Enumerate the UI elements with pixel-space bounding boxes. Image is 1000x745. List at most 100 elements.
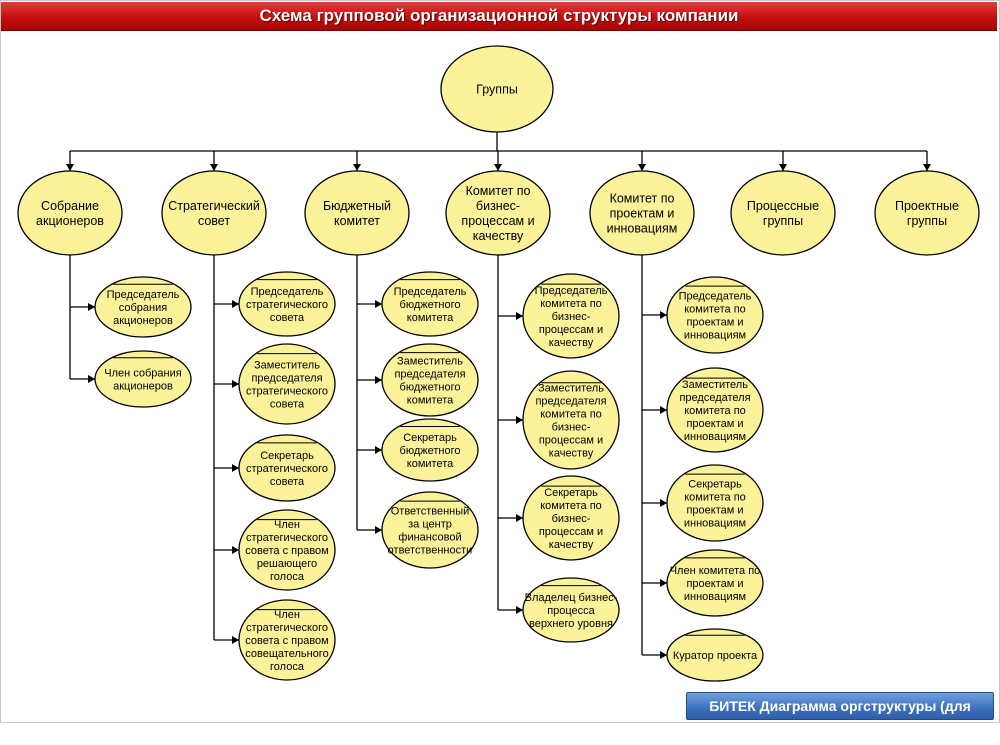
member-node-label-line: совета с правом [245, 545, 328, 557]
member-arrow [88, 375, 95, 383]
member-arrow [516, 606, 523, 614]
member-node [522, 273, 620, 359]
member-node-label-line: комитета [407, 458, 454, 470]
member-node [94, 350, 192, 408]
member-node-label-line: бюджетного [400, 299, 461, 311]
member-node-label-line: инновациям [684, 329, 746, 341]
member-arrow [232, 546, 239, 554]
group-node-2-label-line: Стратегический [168, 199, 260, 213]
member-node-label-line: совета с правом [245, 635, 328, 647]
member-arrow [516, 312, 523, 320]
member-node [522, 577, 620, 643]
member-node [381, 491, 479, 569]
member-node-label-line: Секретарь [688, 478, 742, 490]
member-node-label-line: финансовой [398, 531, 461, 543]
member-node-label-line: бизнес- [552, 513, 591, 525]
member-node-label-line: инновациям [684, 591, 746, 603]
group-node-5-label-line: Комитет по [610, 192, 675, 206]
member-node-label-line: совещательного [245, 648, 328, 660]
member-node-label-line: председателя [535, 395, 606, 407]
group-arrow-1 [66, 164, 74, 171]
member-node-label-line: комитета по [684, 491, 746, 503]
member-arrow [660, 499, 667, 507]
member-node [238, 271, 336, 337]
group-node-3-label-line: комитет [334, 214, 380, 228]
footer-badge[interactable]: БИТЕК Диаграмма оргструктуры (для групп) [686, 692, 994, 740]
member-node-label-line: инновациям [684, 517, 746, 529]
footer-label: БИТЕК Диаграмма оргструктуры (для групп) [709, 698, 971, 740]
group-node-2-label-line: совет [198, 214, 230, 228]
member-node-label-line: стратегического [246, 622, 328, 634]
member-arrow [660, 311, 667, 319]
member-node [666, 367, 764, 453]
member-node-label-line: качеству [549, 447, 594, 459]
member-node-label-line: проектам и [686, 578, 743, 590]
member-node-label-line: совета [270, 398, 305, 410]
root-node-groups-label-line: Группы [476, 83, 518, 97]
member-arrow [375, 526, 382, 534]
member-arrow [375, 376, 382, 384]
member-arrow [88, 303, 95, 311]
member-node-label-line: проектам и [686, 316, 743, 328]
group-arrow-6 [779, 164, 787, 171]
member-arrow [516, 416, 523, 424]
diagram-title: Схема групповой организационной структур… [259, 6, 739, 25]
member-node-label-line: собрания [119, 302, 167, 314]
member-node-label-line: председателя [394, 368, 465, 380]
title-bar: Схема групповой организационной структур… [1, 2, 997, 31]
member-node-label-line: Председатель [394, 286, 467, 298]
group-node-7-label-line: группы [907, 214, 947, 228]
member-arrow [232, 300, 239, 308]
member-node-label-line: Председатель [107, 289, 180, 301]
member-node-label-line: Заместитель [538, 382, 604, 394]
member-node-label-line: акционеров [113, 380, 173, 392]
member-node-label-line: председателя [679, 392, 750, 404]
group-node-3 [304, 170, 410, 256]
member-node [381, 271, 479, 337]
group-node-2 [161, 170, 267, 256]
group-arrow-4 [494, 164, 502, 171]
member-node-label-line: комитета [407, 312, 454, 324]
member-node-label-line: бизнес- [552, 311, 591, 323]
group-node-7 [874, 170, 980, 256]
group-node-7-label-line: Проектные [895, 199, 959, 213]
member-node-label-line: Секретарь [403, 432, 457, 444]
group-node-5-label-line: инновациям [607, 222, 678, 236]
member-node-label-line: Член [274, 519, 300, 531]
member-node-label-line: Председатель [679, 290, 752, 302]
member-node-label-line: за центр [408, 518, 452, 530]
member-node-label-line: проектам и [686, 504, 743, 516]
member-node-label-line: стратегического [246, 532, 328, 544]
member-node-label-line: процессам и [539, 324, 603, 336]
member-node [666, 276, 764, 354]
member-node-label-line: акционеров [113, 315, 173, 327]
member-arrow [660, 651, 667, 659]
member-node [522, 370, 620, 470]
member-node-label-line: комитета по [540, 298, 602, 310]
member-node-label-line: Председатель [251, 286, 324, 298]
member-node-label-line: Ответственный [391, 505, 470, 517]
member-node-label-line: бюджетного [400, 381, 461, 393]
group-node-4-label-line: бизнес- [476, 199, 520, 213]
member-node-label-line: Заместитель [682, 379, 748, 391]
member-node [381, 418, 479, 482]
group-arrow-5 [638, 164, 646, 171]
member-node-label-line: Член собрания [104, 367, 181, 379]
root-node-groups [440, 45, 554, 133]
